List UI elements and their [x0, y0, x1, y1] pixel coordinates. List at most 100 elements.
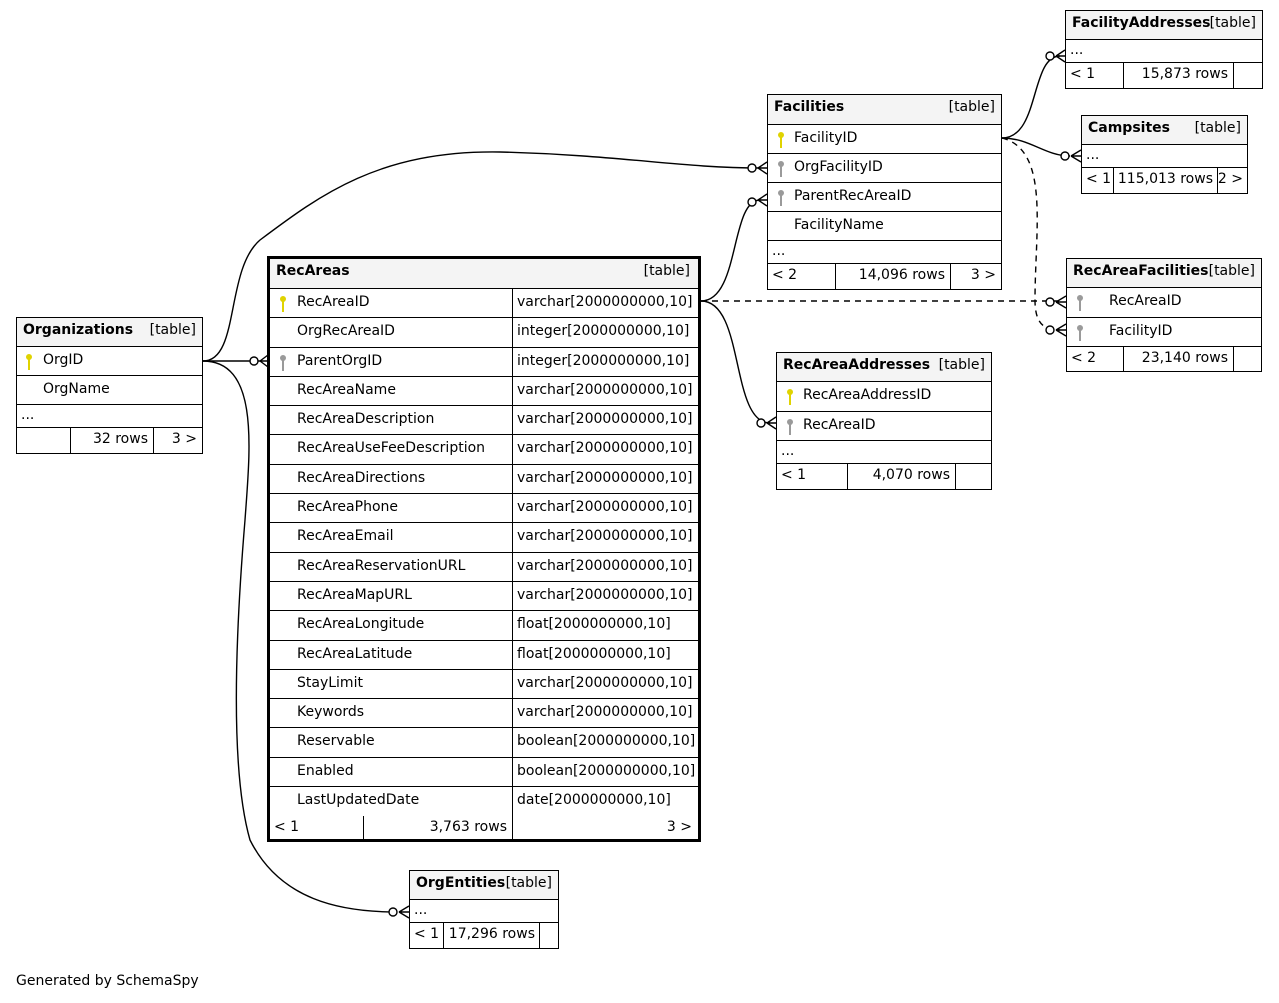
table-header: Facilities [table]	[768, 95, 1001, 125]
table-footer: < 1 115,013 rows 2 >	[1082, 168, 1247, 193]
column-row[interactable]: OrgName	[17, 376, 202, 405]
column-row[interactable]: LastUpdatedDate date[2000000000,10]	[270, 787, 698, 817]
table-facilityaddresses[interactable]: FacilityAddresses [table] ... < 1 15,873…	[1065, 10, 1263, 89]
column-type: varchar[2000000000,10]	[517, 411, 693, 428]
column-row[interactable]: OrgID	[17, 347, 202, 376]
parent-count[interactable]: < 2	[772, 267, 798, 283]
column-name: RecAreaPhone	[297, 499, 398, 516]
column-row[interactable]: FacilityID	[768, 125, 1001, 154]
table-name: Facilities	[774, 99, 845, 115]
crow-foot	[1055, 323, 1067, 337]
edge-facilities-facilityaddresses	[1001, 55, 1061, 139]
column-name: LastUpdatedDate	[297, 792, 420, 809]
row-count: 32 rows	[92, 431, 148, 447]
table-footer: < 1 15,873 rows	[1066, 63, 1262, 88]
endpoint-marker	[249, 356, 259, 366]
column-name: RecAreaDirections	[297, 469, 426, 486]
column-type: float[2000000000,10]	[517, 645, 671, 662]
column-name: Enabled	[297, 762, 354, 779]
endpoint-marker	[756, 418, 766, 428]
column-row[interactable]: RecAreaDirections varchar[2000000000,10]	[270, 464, 698, 495]
parent-count[interactable]: < 2	[1071, 350, 1097, 366]
edge-organizations-facilities	[202, 151, 761, 362]
parent-count[interactable]: < 1	[1070, 66, 1096, 82]
column-name: FacilityName	[794, 217, 884, 233]
table-organizations[interactable]: Organizations [table] OrgID OrgName ... …	[16, 317, 203, 454]
row-count: 17,296 rows	[448, 926, 535, 942]
parent-count[interactable]: < 1	[414, 926, 440, 942]
column-row[interactable]: OrgRecAreaID integer[2000000000,10]	[270, 318, 698, 348]
row-count: 15,873 rows	[1141, 66, 1228, 82]
table-footer: < 2 23,140 rows	[1067, 347, 1261, 371]
ellipsis-row: ...	[410, 900, 558, 923]
column-type: varchar[2000000000,10]	[517, 557, 693, 574]
table-facilities[interactable]: Facilities [table] FacilityID OrgFacilit…	[767, 94, 1002, 290]
edge-recareas-facilities	[700, 199, 761, 302]
parent-count[interactable]: < 1	[1086, 171, 1112, 187]
edge-recareas-recareaaddresses	[700, 300, 771, 424]
endpoint-marker	[1060, 151, 1070, 161]
foreign-key-icon	[280, 354, 286, 371]
table-header: Organizations [table]	[17, 318, 202, 347]
table-campsites[interactable]: Campsites [table] ... < 1 115,013 rows 2…	[1081, 115, 1248, 194]
table-header: RecAreaFacilities [table]	[1067, 259, 1261, 288]
table-recareaaddresses[interactable]: RecAreaAddresses [table] RecAreaAddressI…	[776, 352, 992, 490]
row-count: 4,070 rows	[872, 467, 950, 483]
column-name: RecAreaDescription	[297, 411, 435, 428]
ellipsis: ...	[21, 407, 35, 423]
child-count[interactable]: 3 >	[970, 267, 996, 283]
foreign-key-icon	[787, 419, 793, 435]
column-row[interactable]: FacilityID	[1067, 318, 1261, 347]
child-count[interactable]: 2 >	[1217, 171, 1243, 187]
foreign-key-icon	[1077, 325, 1083, 341]
parent-count[interactable]: < 1	[274, 819, 300, 836]
row-count: 115,013 rows	[1117, 171, 1213, 187]
column-row[interactable]: RecAreaDescription varchar[2000000000,10]	[270, 406, 698, 436]
table-kind: [table]	[505, 875, 552, 891]
table-name: RecAreaFacilities	[1073, 263, 1209, 279]
column-row[interactable]: RecAreaID	[777, 412, 991, 441]
primary-key-icon	[787, 389, 793, 405]
column-row[interactable]: FacilityName	[768, 212, 1001, 241]
column-name: FacilityID	[1109, 323, 1173, 339]
column-type: date[2000000000,10]	[517, 792, 671, 809]
child-count[interactable]: 3 >	[666, 819, 692, 836]
column-row[interactable]: RecAreaAddressID	[777, 382, 991, 412]
endpoint-marker	[747, 163, 757, 173]
foreign-key-icon	[1077, 295, 1083, 311]
table-kind: [table]	[938, 357, 985, 373]
column-row[interactable]: ParentRecAreaID	[768, 183, 1001, 212]
column-row[interactable]: RecAreaID	[1067, 288, 1261, 318]
column-row[interactable]: OrgFacilityID	[768, 154, 1001, 183]
table-recareafacilities[interactable]: RecAreaFacilities [table] RecAreaID Faci…	[1066, 258, 1262, 372]
ellipsis-row: ...	[777, 441, 991, 464]
column-type: varchar[2000000000,10]	[517, 469, 693, 486]
column-name: OrgFacilityID	[794, 159, 883, 175]
child-count[interactable]: 3 >	[171, 431, 197, 447]
column-name: RecAreaLongitude	[297, 616, 425, 633]
crow-foot	[757, 161, 768, 175]
column-type: integer[2000000000,10]	[517, 323, 690, 340]
column-name: RecAreaMapURL	[297, 586, 412, 603]
column-name: OrgRecAreaID	[297, 323, 395, 340]
table-orgentities[interactable]: OrgEntities [table] ... < 1 17,296 rows	[409, 870, 559, 949]
parent-count[interactable]: < 1	[781, 467, 807, 483]
table-footer: < 2 14,096 rows 3 >	[768, 264, 1001, 289]
crow-foot	[398, 905, 410, 919]
